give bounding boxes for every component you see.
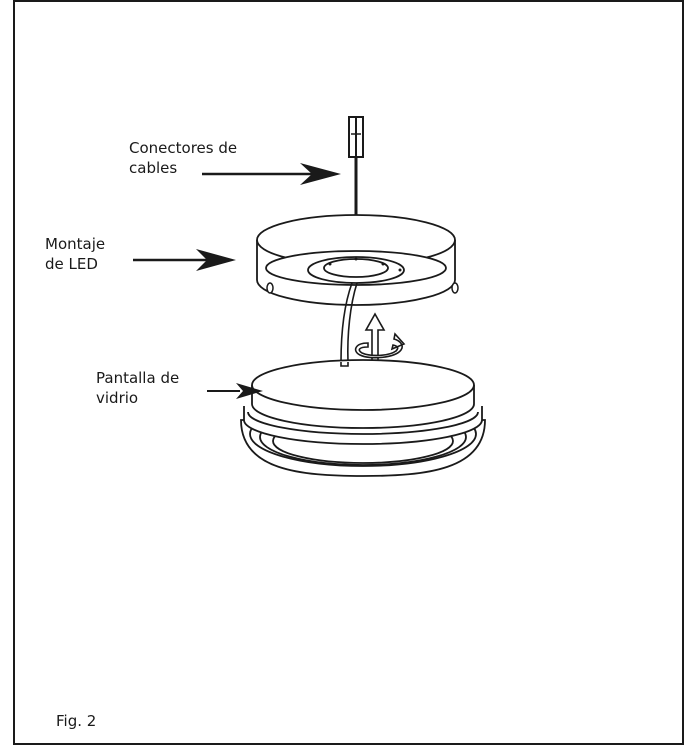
label-wire-connectors: Conectores de cables (129, 138, 237, 178)
figure-frame (13, 0, 684, 745)
glass-shade (240, 359, 486, 477)
label-wire-connectors-line1: Conectores de (129, 139, 238, 157)
drop-wire-front (340, 362, 349, 367)
rotate-arrow (354, 332, 406, 359)
figure-caption: Fig. 2 (56, 712, 97, 730)
wire-connector (348, 116, 364, 158)
label-glass-shade: Pantalla de vidrio (96, 368, 179, 408)
label-led-assembly: Montaje de LED (45, 234, 105, 274)
connectors-arrow (202, 163, 341, 185)
label-wire-connectors-line2: cables (129, 159, 178, 177)
led-assembly (256, 214, 459, 306)
label-glass-shade-line2: vidrio (96, 389, 139, 407)
label-led-assembly-line1: Montaje (45, 235, 106, 253)
glass-arrow (207, 383, 263, 399)
label-glass-shade-line1: Pantalla de (96, 369, 180, 387)
label-led-assembly-line2: de LED (45, 255, 98, 273)
led-arrow (133, 249, 236, 271)
